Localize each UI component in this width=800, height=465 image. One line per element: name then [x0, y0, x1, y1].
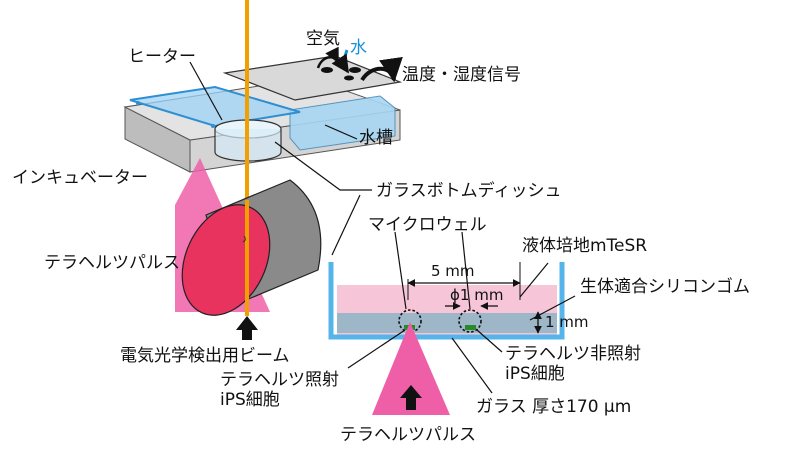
silicone-layer — [337, 313, 557, 333]
water-tank-label: 水槽 — [359, 128, 393, 148]
irradiated-label-2: iPS細胞 — [220, 390, 280, 410]
glass-bottom-dish-label: ガラスボトムディッシュ — [376, 180, 561, 201]
thz-up-arrow — [400, 385, 422, 410]
water-port — [349, 67, 361, 73]
irr-leader — [347, 329, 406, 369]
focus-mark — [242, 235, 246, 243]
water-tank-leader — [324, 124, 358, 140]
terahertz-beam-left — [175, 158, 322, 316]
probe-up-arrow — [236, 316, 258, 340]
nonirradiated-label-1: テラヘルツ非照射 — [505, 344, 641, 364]
dim-5mm-label: 5 mm — [431, 262, 475, 280]
glass-leader — [451, 337, 493, 394]
signal-port — [344, 75, 354, 81]
heater-leader — [189, 61, 223, 121]
microwell-right — [458, 309, 482, 333]
probe-beam-label: 電気光学検出用ビーム — [120, 346, 290, 366]
dim-phi1mm-label: ϕ1 mm — [450, 286, 503, 304]
microwell-left — [398, 309, 422, 333]
silicone-leader — [529, 295, 576, 321]
signal-arrow — [360, 56, 403, 83]
silicone-label: 生体適合シリコンゴム — [580, 276, 750, 297]
screw-dot-1 — [136, 101, 140, 105]
thz-pulse-left-label: テラヘルツパルス — [44, 253, 180, 273]
temp-humidity-label: 温度・湿度信号 — [402, 65, 521, 85]
flow-arrows — [316, 46, 403, 83]
air-label: 空気 — [306, 29, 340, 49]
terahertz-beam-bottom — [372, 322, 450, 415]
dish-leader — [274, 141, 372, 191]
water-arrow — [331, 49, 350, 74]
screw-dot-2 — [211, 124, 215, 128]
cells-right — [465, 325, 476, 330]
microwell-leader-2 — [461, 231, 471, 310]
microwell-label: マイクロウェル — [368, 215, 487, 235]
incubator-label: インキュベーター — [12, 168, 148, 188]
air-port — [321, 67, 333, 73]
medium-leader — [519, 262, 549, 298]
heater-label: ヒーター — [128, 47, 196, 67]
dish-leader-2 — [331, 194, 361, 256]
water-label: 水 — [350, 38, 367, 58]
irradiated-label-1: テラヘルツ照射 — [220, 370, 339, 390]
incubator-assembly — [123, 55, 403, 173]
medium-label: 液体培地mTeSR — [522, 236, 647, 256]
glass-thickness-label: ガラス 厚さ170 μm — [476, 397, 631, 417]
nonirradiated-label-2: iPS細胞 — [505, 364, 565, 384]
microwell-leader — [394, 231, 407, 310]
dim-1mm-label: 1 mm — [545, 313, 589, 331]
nonirr-leader — [476, 329, 503, 353]
water-tank — [289, 95, 396, 151]
thz-pulse-bottom-label: テラヘルツパルス — [340, 425, 476, 445]
